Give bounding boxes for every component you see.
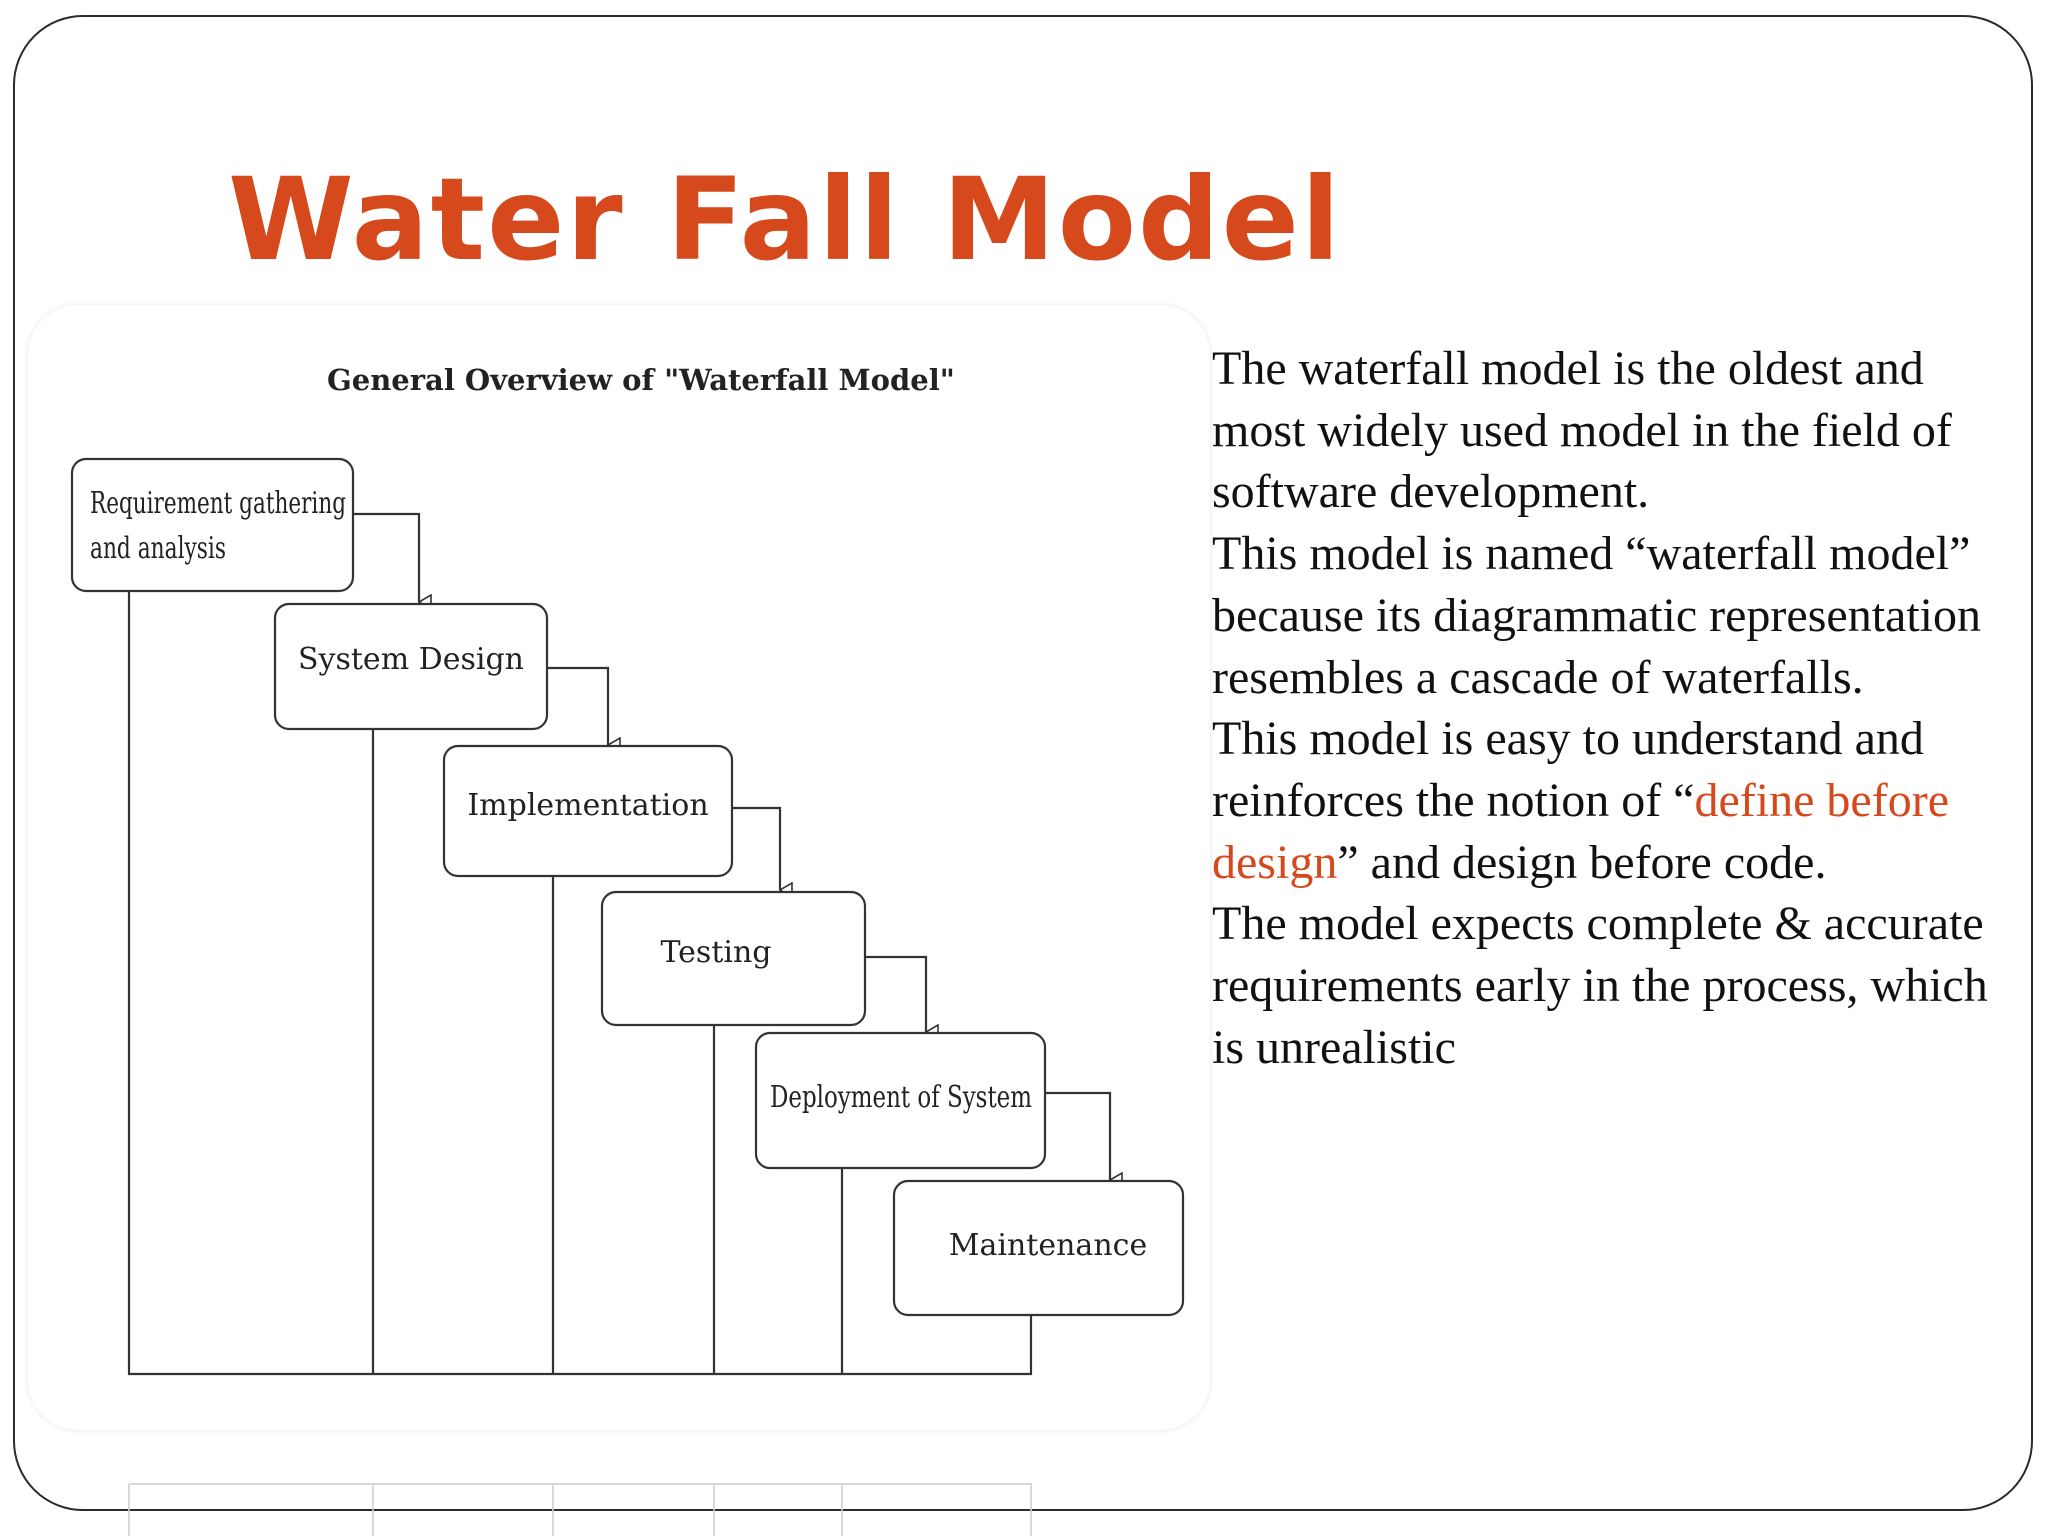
description-paragraph-1: The waterfall model is the oldest and mo… xyxy=(1212,342,1952,519)
phase-label-system-design: System Design xyxy=(298,642,524,677)
phase-box-testing xyxy=(600,890,867,1027)
connector-arrow xyxy=(353,512,419,602)
phase-box-deployment xyxy=(754,1031,1047,1170)
phase-label-testing: Testing xyxy=(660,935,771,970)
paragraph-3-end: ” and design before code. xyxy=(1337,835,1827,889)
diagram-heading: General Overview of "Waterfall Model" xyxy=(327,363,955,397)
connectors xyxy=(353,512,1110,1180)
connector-arrow xyxy=(546,666,608,745)
phase-box-maintenance xyxy=(892,1179,1185,1317)
description-text: The waterfall model is the oldest and mo… xyxy=(1212,338,2012,1078)
highlight-define-before-design: define before design xyxy=(1212,773,1949,889)
phase-label-requirements-2: and analysis xyxy=(90,531,226,566)
slide-title: Water Fall Model xyxy=(228,153,1343,286)
connector-arrow xyxy=(1044,1091,1110,1180)
phase-label-deployment: Deployment of System xyxy=(770,1080,1032,1115)
description-paragraph-2: This model is named “waterfall model” be… xyxy=(1212,527,1982,704)
description-paragraph-3: This model is easy to understand and rei… xyxy=(1212,708,2012,893)
paragraph-3-start: This model is easy to understand and rei… xyxy=(1212,712,1924,827)
diagram-panel: General Overview of "Waterfall Model" xyxy=(28,305,1210,1430)
phase-label-requirements: Requirement gathering xyxy=(90,486,346,521)
phase-label-maintenance: Maintenance xyxy=(949,1228,1147,1263)
connector-arrow xyxy=(864,955,926,1032)
description-paragraph-4: The model expects complete & accurate re… xyxy=(1212,897,1988,1074)
phase-box-system-design xyxy=(273,602,549,731)
waterfall-diagram: General Overview of "Waterfall Model" xyxy=(70,363,1185,1376)
phase-box-implementation xyxy=(442,744,734,878)
return-lines xyxy=(127,589,1033,1376)
connector-arrow xyxy=(732,806,780,890)
phase-label-implementation: Implementation xyxy=(467,788,708,823)
phase-box-requirements xyxy=(70,457,355,593)
